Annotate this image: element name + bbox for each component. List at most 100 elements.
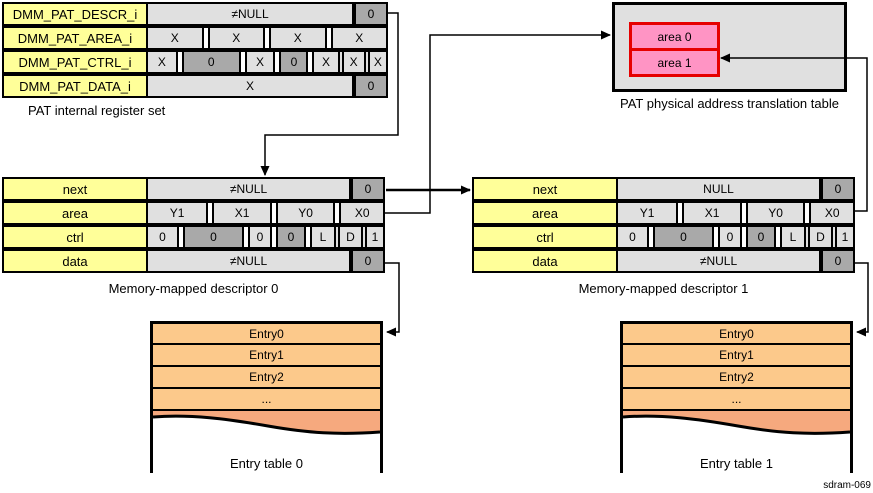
cell-gap (678, 203, 683, 223)
descriptor-values: 0 0 0 0 L D 1 (148, 227, 383, 247)
cell-gap (240, 52, 245, 72)
field-break (336, 227, 338, 247)
value-cell: 0 (248, 227, 272, 247)
descriptor-values: ≠NULL 0 (148, 251, 383, 271)
value-cell: X (312, 52, 340, 72)
descriptor-row-ctrl: ctrl 0 0 0 0 L D 1 (472, 225, 855, 249)
value-cell: X (341, 52, 366, 72)
value-cell: NULL (618, 179, 821, 199)
value-cell: 0 (148, 227, 179, 247)
descriptor-label: area (474, 203, 618, 223)
flag-cell: 0 (351, 251, 383, 271)
value-cell: 1 (365, 227, 383, 247)
register-values: X 0 (148, 76, 386, 96)
register-values: X 0 X 0 X X X (148, 52, 386, 72)
flag-cell: 0 (821, 251, 853, 271)
value-cell: X0 (339, 203, 383, 223)
value-cell: 0 (276, 227, 306, 247)
value-cell: X0 (809, 203, 853, 223)
cell-gap (179, 227, 183, 247)
flag-cell: 0 (354, 76, 386, 96)
value-cell: X (207, 28, 265, 48)
cell-gap (203, 28, 208, 48)
torn-edge (153, 411, 380, 440)
value-cell: D (808, 227, 833, 247)
value-cell: ≠NULL (148, 4, 354, 24)
value-cell: 1 (835, 227, 853, 247)
register-row-ctrl: DMM_PAT_CTRL_i X 0 X 0 X X X (2, 50, 388, 74)
cell-gap (272, 227, 276, 247)
descriptor-label: ctrl (4, 227, 148, 247)
register-row-area: DMM_PAT_AREA_i X X X X (2, 26, 388, 50)
entry-row: Entry0 (623, 321, 850, 345)
torn-edge (623, 411, 850, 440)
value-cell: D (338, 227, 363, 247)
pat-table-caption: PAT physical address translation table (620, 96, 839, 111)
entry-row: Entry1 (623, 345, 850, 367)
value-cell: Y1 (148, 203, 209, 223)
descriptor-row-area: area Y1 X1 Y0 X0 (2, 201, 385, 225)
descriptor-label: ctrl (474, 227, 618, 247)
pat-area-list: area 0 area 1 (629, 22, 720, 77)
register-set-table: DMM_PAT_DESCR_i ≠NULL 0 DMM_PAT_AREA_i X… (2, 2, 388, 98)
flag-cell: 0 (821, 179, 853, 199)
value-cell: 0 (183, 227, 244, 247)
descriptor-values: 0 0 0 0 L D 1 (618, 227, 853, 247)
cell-gap (742, 227, 746, 247)
value-cell: L (780, 227, 806, 247)
entry-table-1-caption: Entry table 1 (700, 456, 773, 471)
value-cell: ≠NULL (148, 179, 351, 199)
descriptor-label: data (474, 251, 618, 271)
cell-gap (306, 227, 310, 247)
value-cell: ≠NULL (618, 251, 821, 271)
value-cell: X (148, 28, 204, 48)
field-break (806, 227, 808, 247)
descriptor-values: NULL 0 (618, 179, 853, 199)
pat-area-1: area 1 (632, 48, 717, 74)
pat-translation-box: area 0 area 1 (612, 2, 847, 92)
cell-gap (208, 203, 213, 223)
value-cell: 0 (618, 227, 649, 247)
register-label: DMM_PAT_DATA_i (4, 76, 148, 96)
register-values: X X X X (148, 28, 386, 48)
register-label: DMM_PAT_CTRL_i (4, 52, 148, 72)
torn-edge-wave (153, 411, 380, 435)
descriptor1-table: next NULL 0 area Y1 X1 Y0 X0 ctrl 0 (472, 177, 855, 273)
value-cell: 0 (718, 227, 742, 247)
descriptor-values: Y1 X1 Y0 X0 (618, 203, 853, 223)
value-cell: 0 (181, 52, 241, 72)
register-set-caption: PAT internal register set (28, 103, 166, 118)
descriptor-row-next: next ≠NULL 0 (2, 177, 385, 201)
descriptor-row-data: data ≠NULL 0 (472, 249, 855, 273)
cell-gap (244, 227, 248, 247)
value-cell: 0 (279, 52, 309, 72)
descriptor-label: next (474, 179, 618, 199)
entry-row: ... (153, 389, 380, 411)
descriptor-row-area: area Y1 X1 Y0 X0 (472, 201, 855, 225)
descriptor-values: ≠NULL 0 (618, 251, 853, 271)
descriptor-label: area (4, 203, 148, 223)
cell-gap (177, 52, 182, 72)
register-label: DMM_PAT_AREA_i (4, 28, 148, 48)
cell-gap (649, 227, 653, 247)
arrow-descriptor1-to-entrytable1 (854, 262, 869, 337)
value-cell: ≠NULL (148, 251, 351, 271)
register-row-descr: DMM_PAT_DESCR_i ≠NULL 0 (2, 2, 388, 26)
cell-gap (714, 227, 718, 247)
descriptor-label: next (4, 179, 148, 199)
value-cell: Y0 (275, 203, 336, 223)
torn-edge-wave (623, 411, 850, 435)
value-cell: X1 (682, 203, 742, 223)
entry-table-0-caption: Entry table 0 (230, 456, 303, 471)
value-cell: Y1 (618, 203, 679, 223)
arrow-descriptor0-to-entrytable0 (384, 262, 400, 337)
flag-cell: 0 (354, 4, 386, 24)
value-cell: X (148, 52, 178, 72)
entry-row: ... (623, 389, 850, 411)
cell-gap (271, 203, 276, 223)
value-cell: X (367, 52, 386, 72)
entry-row: Entry2 (153, 367, 380, 389)
descriptor-values: Y1 X1 Y0 X0 (148, 203, 383, 223)
descriptor-row-ctrl: ctrl 0 0 0 0 L D 1 (2, 225, 385, 249)
value-cell: 0 (746, 227, 776, 247)
